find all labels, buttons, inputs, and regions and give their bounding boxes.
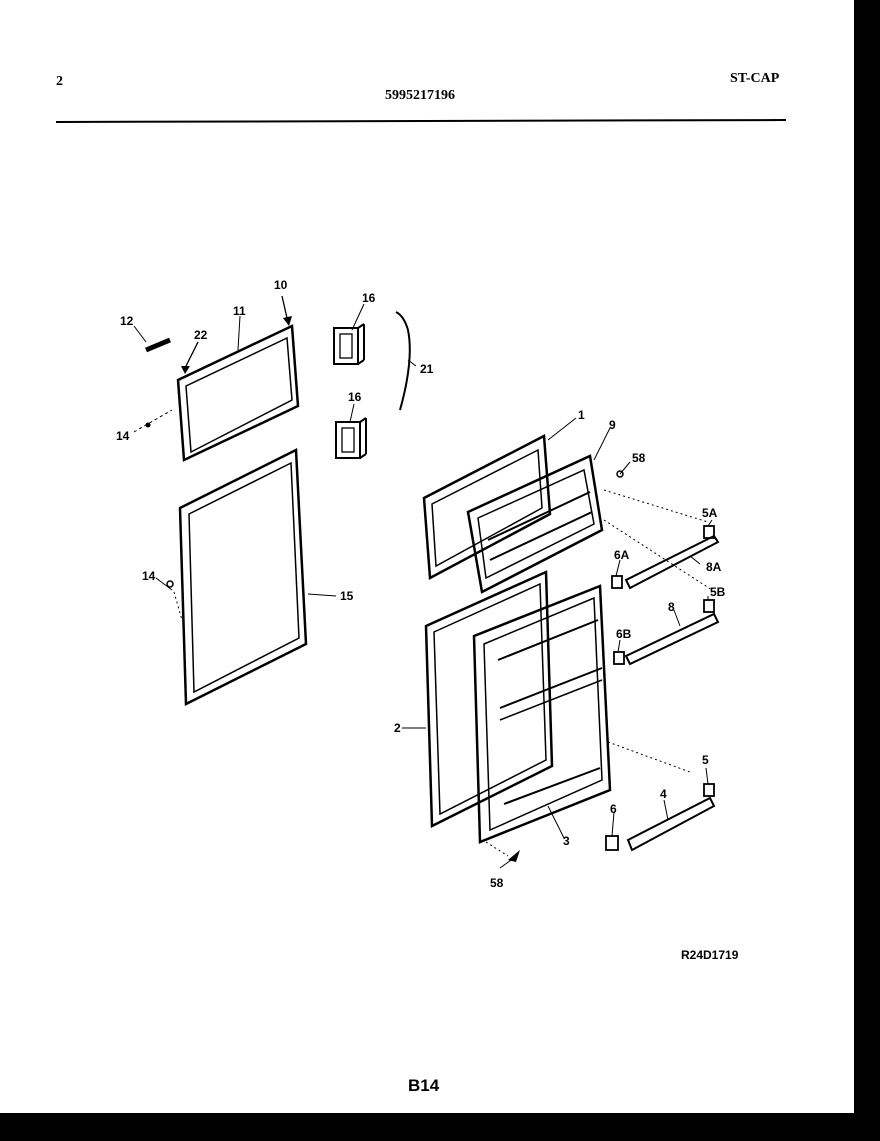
callout-1: 1 [578,408,585,422]
callout-6: 6 [610,802,617,816]
callout-2: 2 [394,721,401,735]
callout-16-lower: 16 [348,390,362,404]
callout-5B: 5B [710,585,726,599]
callout-16-upper: 16 [362,291,376,305]
part-8A-shelf [624,534,720,590]
callout-8: 8 [668,600,675,614]
part-6A-cap [611,575,623,589]
part-1-freezer-door-panel [422,434,552,581]
leader-22 [185,341,199,367]
leader-14-lower [155,577,173,591]
part-14-screw-lower [166,580,174,588]
callout-14-lower: 14 [142,569,156,583]
header-rule [55,119,787,123]
callout-9: 9 [609,418,616,432]
callout-11: 11 [233,304,246,318]
part-21-wire [395,311,411,411]
part-10-screw [283,316,292,326]
callout-3: 3 [563,834,570,848]
callout-21: 21 [420,362,434,376]
part-6-cap [605,835,619,851]
scan-border-bottom [0,1113,880,1141]
callout-4: 4 [660,787,667,801]
part-16-hinge-upper [333,323,365,365]
part-14-screw-upper [145,422,151,428]
callout-15: 15 [340,589,354,603]
callout-5: 5 [702,753,709,767]
part-58-screw-upper [616,470,624,478]
part-8-shelf [624,612,720,666]
part-9-freezer-door-liner [466,454,604,594]
part-5A-cap [703,525,715,539]
scan-border-right [854,0,880,1141]
callout-58-upper: 58 [632,451,646,465]
callout-8A: 8A [706,560,722,574]
part-22-screw [181,366,190,374]
callout-6A: 6A [614,548,630,562]
part-3-fresh-food-door-liner [472,584,612,844]
model-code: ST-CAP [730,71,780,86]
leader-14-upper [133,409,173,433]
callout-58-lower: 58 [490,876,504,890]
callout-6B: 6B [616,627,632,641]
callout-10: 10 [274,278,288,292]
page-number: 2 [56,74,63,89]
drawing-code: R24D1719 [681,948,739,962]
part-11-freezer-gasket [176,324,300,462]
callout-12: 12 [120,314,134,328]
part-number: 5995217196 [385,88,455,103]
part-16-hinge-lower [335,417,367,459]
part-5-cap [703,783,715,797]
part-4-shelf [626,796,716,852]
leader-10 [281,295,288,319]
part-15-fresh-food-gasket [178,448,308,706]
part-12-trim [145,337,171,353]
part-2-fresh-food-door-panel [424,570,554,828]
callout-22: 22 [194,328,208,342]
callout-14-upper: 14 [116,429,130,443]
page-id: B14 [408,1076,440,1095]
part-6B-cap [613,651,625,665]
part-5B-cap [703,599,715,613]
leader-lines [133,303,713,839]
callout-5A: 5A [702,506,718,520]
part-58-screw-lower [508,850,520,862]
